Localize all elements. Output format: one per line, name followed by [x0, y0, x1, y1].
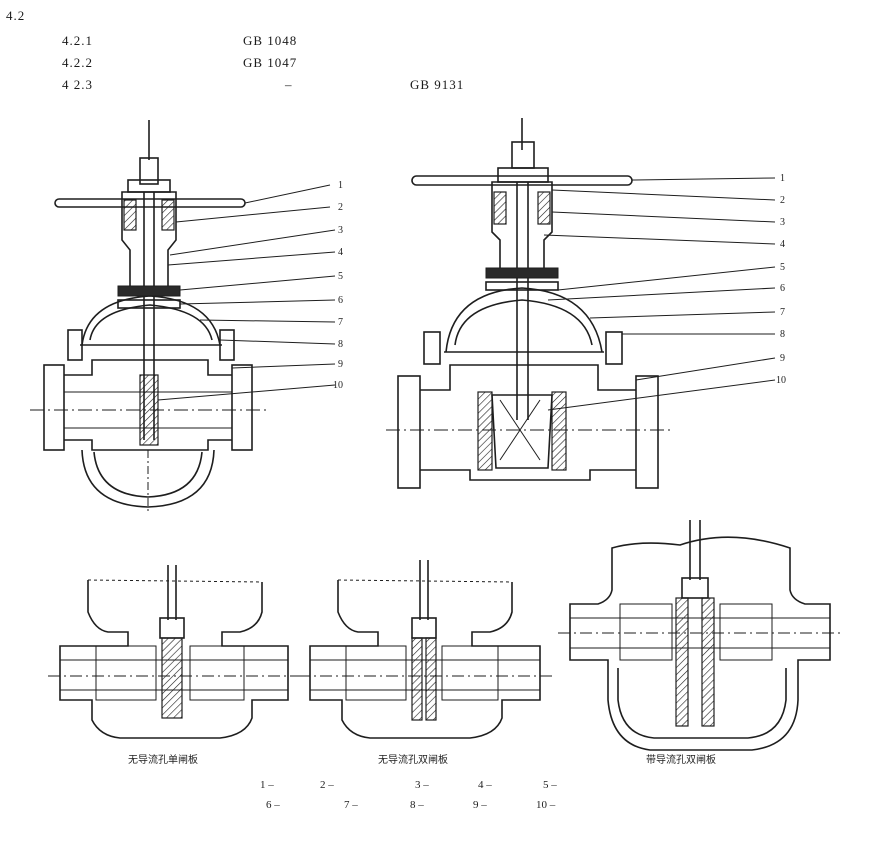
- standard-reference: GB 1048: [243, 33, 298, 48]
- part-label: 10: [776, 375, 786, 386]
- legend-item: 3 –: [415, 779, 429, 791]
- figure-caption: 无导流孔单闸板: [128, 753, 198, 766]
- part-label: 9: [780, 353, 785, 364]
- detail-double-gate: [298, 560, 552, 739]
- legend-item: 6 –: [266, 799, 280, 811]
- part-label: 8: [780, 329, 785, 340]
- right-gate-valve: [386, 118, 776, 489]
- part-label: 2: [338, 202, 343, 213]
- handwheel-bar: [54, 198, 246, 208]
- clause-number: 4.2.2: [62, 55, 93, 70]
- standard-reference: GB 1047: [243, 55, 298, 70]
- part-label: 5: [780, 262, 785, 273]
- clause-number: 4.2.1: [62, 33, 93, 48]
- legend-item: 8 –: [410, 799, 424, 811]
- part-label: 4: [338, 247, 343, 258]
- legend-item: 7 –: [344, 799, 358, 811]
- part-label: 5: [338, 271, 343, 282]
- part-label: 10: [333, 380, 343, 391]
- legend-item: 1 –: [260, 779, 274, 791]
- part-label: 3: [338, 225, 343, 236]
- right-valve-part-labels: 1 2 3 4 5 6 7 8 9 10: [776, 173, 786, 386]
- part-label: 8: [338, 339, 343, 350]
- part-label: 6: [780, 283, 785, 294]
- clause-number: 4 2.3: [62, 77, 93, 92]
- figure-caption: 无导流孔双闸板: [378, 753, 448, 766]
- part-label: 9: [338, 359, 343, 370]
- legend-item: 4 –: [478, 779, 492, 791]
- section-number: 4.2: [6, 8, 26, 23]
- legend-item: 5 –: [543, 779, 557, 791]
- legend-item: 2 –: [320, 779, 334, 791]
- detail-double-gate-with-bore: [558, 520, 842, 751]
- part-label: 7: [780, 307, 785, 318]
- part-label: 4: [780, 239, 785, 250]
- figure-caption: 带导流孔双闸板: [646, 753, 716, 766]
- standard-reference: GB 9131: [410, 77, 465, 92]
- clause-dash: –: [285, 77, 293, 92]
- legend-item: 10 –: [536, 799, 556, 811]
- part-label: 7: [338, 317, 343, 328]
- part-label: 1: [780, 173, 785, 184]
- part-label: 1: [338, 180, 343, 191]
- detail-single-gate: [48, 565, 300, 739]
- handwheel-bar: [411, 175, 633, 186]
- part-label: 2: [780, 195, 785, 206]
- left-valve-part-labels: 1 2 3 4 5 6 7 8 9 10: [333, 180, 343, 391]
- left-gate-valve: [30, 120, 336, 512]
- part-label: 3: [780, 217, 785, 228]
- part-label: 6: [338, 295, 343, 306]
- legend-item: 9 –: [473, 799, 487, 811]
